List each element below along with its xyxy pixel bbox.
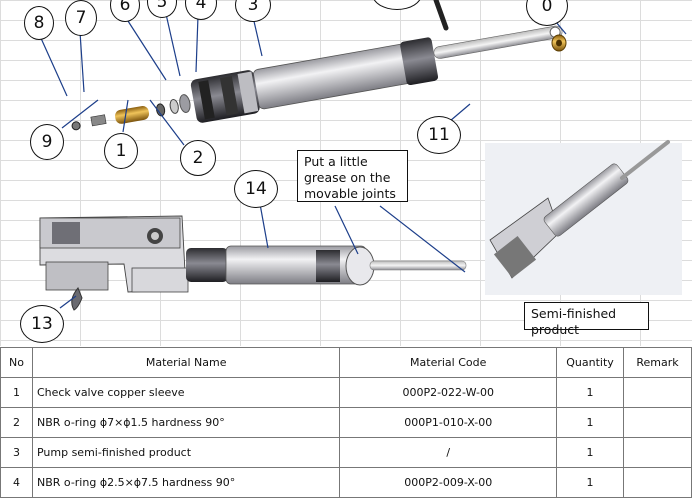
cell-name: NBR o-ring ϕ7×ϕ1.5 hardness 90°	[31, 407, 341, 438]
header-material-name: Material Name	[31, 347, 341, 378]
material-table: No Material Name Material Code Quantity …	[0, 347, 692, 498]
cell-code: 000P2-009-X-00	[339, 467, 558, 498]
cell-code: 000P1-010-X-00	[339, 407, 558, 438]
exploded-pump-drawing	[39, 0, 567, 146]
callout-2: 2	[180, 140, 216, 176]
cell-no: 3	[0, 437, 33, 468]
semi-finished-product-image	[485, 140, 682, 295]
callout-11: 11	[417, 116, 461, 154]
header-material-code: Material Code	[339, 347, 558, 378]
cell-remark	[623, 437, 692, 468]
header-quantity: Quantity	[556, 347, 624, 378]
cell-code: 000P2-022-W-00	[339, 377, 558, 408]
header-remark: Remark	[623, 347, 692, 378]
cell-remark	[623, 377, 692, 408]
callout-1: 1	[104, 133, 138, 169]
assembly-drawings	[39, 0, 682, 311]
header-no: No	[0, 347, 33, 378]
cell-qty: 1	[556, 407, 624, 438]
cell-no: 2	[0, 407, 33, 438]
table-row: 1 Check valve copper sleeve 000P2-022-W-…	[0, 377, 692, 408]
callout-7: 7	[65, 0, 97, 36]
cell-remark	[623, 467, 692, 498]
cell-code: /	[339, 437, 558, 468]
callout-8: 8	[24, 6, 54, 40]
table-row: 2 NBR o-ring ϕ7×ϕ1.5 hardness 90° 000P1-…	[0, 407, 692, 438]
cell-no: 1	[0, 377, 33, 408]
grease-note: Put a little grease on the movable joint…	[297, 150, 408, 202]
cell-qty: 1	[556, 377, 624, 408]
cell-remark	[623, 407, 692, 438]
cell-no: 4	[0, 467, 33, 498]
cell-qty: 1	[556, 437, 624, 468]
callout-13: 13	[20, 305, 64, 343]
table-row: 3 Pump semi-finished product / 1	[0, 437, 692, 468]
cell-name: Pump semi-finished product	[31, 437, 341, 468]
cell-name: NBR o-ring ϕ2.5×ϕ7.5 hardness 90°	[31, 467, 341, 498]
cell-qty: 1	[556, 467, 624, 498]
callout-14: 14	[234, 170, 278, 208]
semi-finished-label: Semi-finished product	[524, 302, 649, 337]
cell-name: Check valve copper sleeve	[31, 377, 341, 408]
table-row: 4 NBR o-ring ϕ2.5×ϕ7.5 hardness 90° 000P…	[0, 467, 692, 498]
callout-9: 9	[30, 124, 64, 160]
assembled-unit-drawing	[39, 203, 467, 311]
table-header-row: No Material Name Material Code Quantity …	[0, 347, 692, 378]
